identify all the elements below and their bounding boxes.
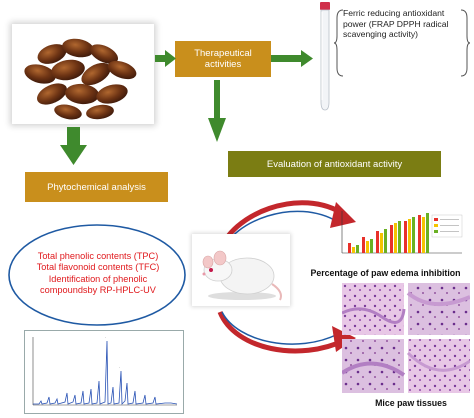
phytochemical-analysis-label: Phytochemical analysis [47, 181, 146, 193]
compounds-line: compoundsby RP-HPLC-UV [40, 285, 156, 296]
hplc-chromatogram-frame: ' ' [24, 330, 184, 414]
phenolic-ellipse [8, 224, 186, 326]
mice-paw-caption: Mice paw tissues [375, 398, 447, 408]
frap-dpph-text: Ferric reducing antioxidant power (FRAP … [343, 8, 449, 40]
therapeutical-activities-label: Therapeutical activities [194, 48, 252, 70]
chromatogram-image: ' ' [32, 336, 178, 406]
svg-text:': ' [105, 336, 106, 340]
identification-line: Identification of phenolic [48, 273, 148, 284]
arrow-down-icon [60, 127, 87, 165]
test-tube-icon [320, 2, 330, 111]
arrow-right-icon [155, 50, 176, 67]
right-brace-icon [460, 9, 471, 77]
therapeutical-activities-box: Therapeutical activities [175, 41, 271, 77]
curved-arrow-bottom [217, 310, 347, 354]
paw-edema-caption: Percentage of paw edema inhibition [310, 268, 461, 278]
phytochemical-analysis-box: Phytochemical analysis [25, 172, 168, 202]
paw-edema-chart-thumbnail [322, 203, 468, 265]
tpc-line: Total phenolic contents (TPC) [37, 251, 159, 261]
evaluation-antioxidant-box: Evaluation of antioxidant activity [228, 151, 441, 177]
white-mouse-image [202, 250, 282, 301]
histology-panels [340, 283, 471, 393]
phenolic-list: Total phenolic contents (TPC) Total flav… [4, 251, 192, 297]
dates-fruit-image [24, 38, 137, 120]
tissue-images [340, 283, 471, 393]
bar-chart-icon [341, 211, 463, 254]
evaluation-antioxidant-label: Evaluation of antioxidant activity [266, 158, 403, 170]
tfc-line: Total flavonoid contents (TFC) [36, 262, 160, 273]
arrow-down-icon [208, 80, 226, 142]
svg-text:': ' [119, 366, 120, 370]
mouse-image-frame [192, 234, 290, 306]
dates-image-frame [12, 24, 154, 124]
arrow-right-icon [271, 50, 313, 67]
left-brace-icon [333, 9, 344, 77]
